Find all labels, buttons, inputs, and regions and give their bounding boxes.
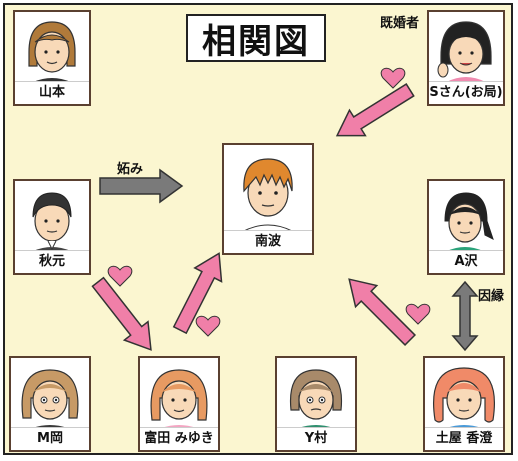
avatar bbox=[425, 358, 503, 428]
person-card-yamamoto[interactable]: 山本 bbox=[13, 10, 91, 106]
note-in-law: 因縁 bbox=[478, 289, 505, 304]
note-married: 既婚者 bbox=[380, 16, 420, 31]
person-card-y-mura[interactable]: Y村 bbox=[275, 356, 357, 452]
avatar bbox=[429, 181, 503, 251]
person-card-s-san[interactable]: Sさん(お局) bbox=[427, 10, 505, 106]
person-card-akimoto[interactable]: 秋元 bbox=[13, 179, 91, 275]
person-name: 南波 bbox=[224, 230, 312, 253]
person-name: 土屋 香澄 bbox=[425, 427, 503, 450]
person-card-nanba[interactable]: 南波 bbox=[222, 143, 314, 255]
avatar bbox=[277, 358, 355, 428]
avatar bbox=[224, 145, 312, 231]
person-card-tomita[interactable]: 富田 みゆき bbox=[138, 356, 220, 452]
heart-icon bbox=[380, 67, 406, 89]
avatar bbox=[15, 12, 89, 82]
avatar bbox=[15, 181, 89, 251]
person-name: A沢 bbox=[429, 250, 503, 273]
heart-icon bbox=[195, 315, 221, 337]
avatar bbox=[429, 12, 503, 82]
diagram-title: 相関図 bbox=[186, 14, 326, 62]
love-arrow-akimoto-to-tomita bbox=[91, 276, 152, 351]
person-name: Sさん(お局) bbox=[429, 81, 503, 104]
jealousy-arrow bbox=[99, 168, 184, 204]
love-arrow-tsuchiya-to-nanba bbox=[348, 278, 417, 347]
avatar bbox=[140, 358, 218, 428]
person-name: 山本 bbox=[15, 81, 89, 104]
heart-icon bbox=[405, 303, 431, 325]
heart-icon bbox=[107, 265, 133, 287]
avatar bbox=[11, 358, 89, 428]
love-arrow-s-to-nanba bbox=[335, 83, 415, 137]
person-name: 富田 みゆき bbox=[140, 427, 218, 450]
person-card-a-sawa[interactable]: A沢 bbox=[427, 179, 505, 275]
love-arrow-tomita-to-nanba bbox=[172, 252, 223, 335]
in-law-double-arrow bbox=[451, 280, 479, 352]
person-name: Y村 bbox=[277, 427, 355, 450]
person-card-m-oka[interactable]: M岡 bbox=[9, 356, 91, 452]
person-name: 秋元 bbox=[15, 250, 89, 273]
person-name: M岡 bbox=[11, 427, 89, 450]
note-jealousy: 妬み bbox=[117, 162, 144, 177]
person-card-tsuchiya[interactable]: 土屋 香澄 bbox=[423, 356, 505, 452]
